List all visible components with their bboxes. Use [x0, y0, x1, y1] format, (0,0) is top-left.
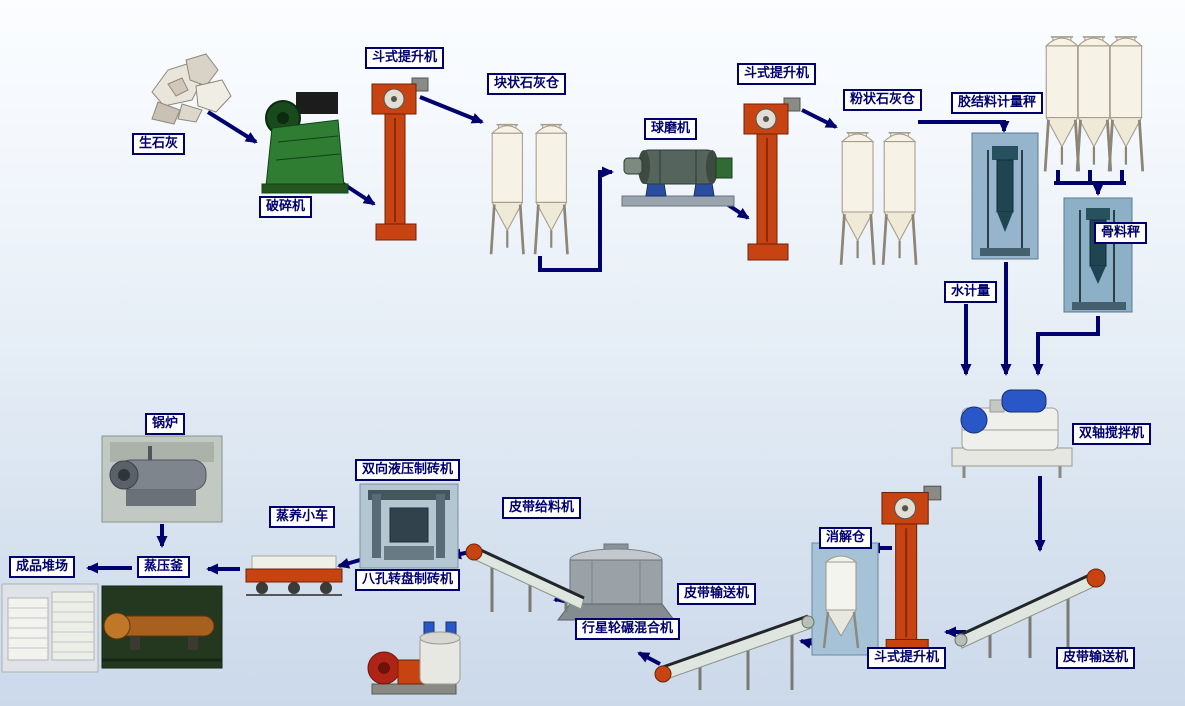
- label-twin-shaft-mixer: 双轴搅拌机: [1072, 423, 1152, 445]
- label-belt-conveyor-right: 皮带输送机: [1056, 647, 1136, 669]
- label-aggregate-scale: 骨料秤: [1094, 222, 1148, 244]
- arrow-quicklime-crusher: [206, 110, 258, 144]
- label-lump-lime-silo: 块状石灰仓: [487, 73, 567, 95]
- bucket-elevator-1-image: [371, 77, 429, 241]
- label-belt-conveyor-mid: 皮带输送机: [677, 583, 757, 605]
- rotary-brick-machine-image: [367, 621, 461, 695]
- pipe-silos-collector: [1054, 170, 1126, 185]
- quicklime-image: [151, 53, 232, 125]
- belt-conveyor-right-image: [954, 568, 1106, 658]
- autoclave-image: [101, 585, 223, 669]
- arrow-elevator2-powdersilo: [801, 108, 838, 129]
- label-planetary-mixer: 行星轮碾混合机: [575, 618, 681, 640]
- planetary-mixer-image: [557, 543, 675, 621]
- arrow-lumpsilo-ballmill: [538, 166, 614, 272]
- aggregate-silos-image: [1043, 35, 1145, 173]
- label-water-meter: 水计量: [944, 281, 998, 303]
- digestion-silo-image: [811, 542, 879, 656]
- arrow-powdersilo-binderweigher: [918, 120, 1010, 133]
- binder-weigher-image: [971, 132, 1039, 260]
- aggregate-scale-image: [1063, 197, 1133, 313]
- label-product-yard: 成品堆场: [9, 556, 76, 578]
- lump-lime-silo-image: [489, 123, 569, 256]
- label-belt-feeder: 皮带给料机: [502, 497, 582, 519]
- label-hydraulic-brick-machine: 双向液压制砖机: [355, 459, 461, 481]
- label-rotary-brick-machine: 八孔转盘制砖机: [355, 569, 461, 591]
- arrow-aggregatescale-mixer: [1032, 316, 1100, 376]
- twin-shaft-mixer-image: [951, 389, 1073, 478]
- powder-lime-silo-image: [839, 131, 918, 267]
- belt-feeder-image: [465, 543, 585, 612]
- product-yard-image: [1, 583, 99, 673]
- arrow-elevator1-lumpsilo: [419, 95, 484, 124]
- label-quicklime: 生石灰: [132, 133, 186, 155]
- label-crusher: 破碎机: [259, 196, 313, 218]
- arrow-conveyormid-planetary: [637, 651, 661, 666]
- label-ball-mill: 球磨机: [644, 118, 698, 140]
- steam-curing-trolley-image: [245, 555, 343, 596]
- boiler-image: [101, 435, 223, 523]
- belt-conveyor-mid-image: [654, 614, 815, 690]
- label-powder-lime-silo: 粉状石灰仓: [843, 89, 923, 111]
- label-digestion-silo: 消解仓: [819, 527, 873, 549]
- crusher-image: [261, 92, 349, 194]
- label-bucket-elevator-1: 斗式提升机: [365, 47, 445, 69]
- label-boiler: 锅炉: [145, 413, 186, 435]
- label-autoclave: 蒸压釜: [137, 556, 191, 578]
- ball-mill-image: [621, 149, 735, 207]
- bucket-elevator-2-image: [743, 97, 801, 261]
- label-bucket-elevator-3: 斗式提升机: [867, 647, 947, 669]
- label-steam-curing-trolley: 蒸养小车: [269, 506, 336, 528]
- arrow-brickmachine-trolley: [337, 557, 361, 569]
- label-bucket-elevator-2: 斗式提升机: [737, 63, 817, 85]
- bucket-elevator-3-image: [880, 485, 942, 658]
- label-binder-weigher: 胶结料计量秤: [951, 92, 1044, 114]
- hydraulic-brick-machine-image: [359, 483, 459, 569]
